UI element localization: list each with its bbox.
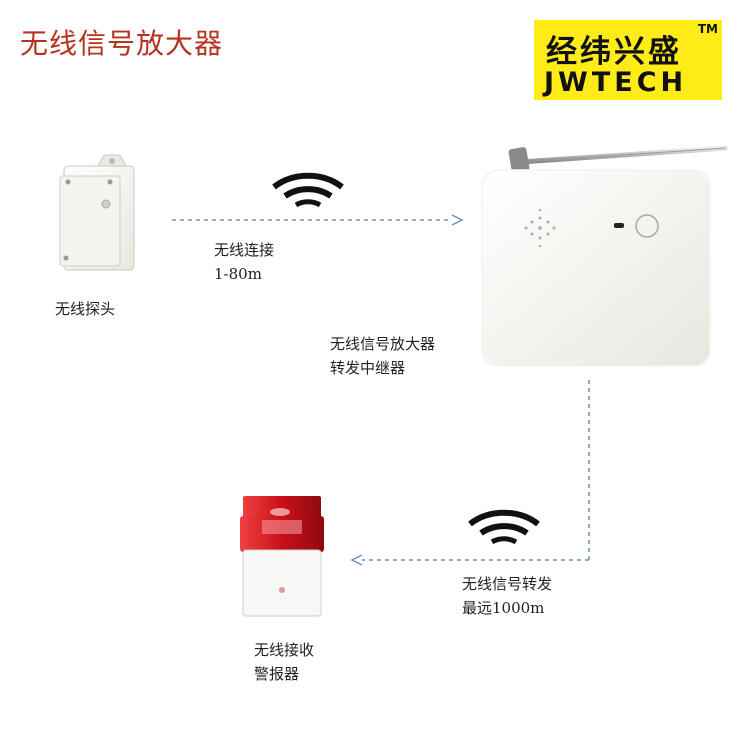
repeater-line2: 转发中继器 [330,359,406,377]
page-title: 无线信号放大器 [20,27,224,60]
link1-label: 无线连接 1-80m [214,238,274,286]
logo-trademark: TM [697,22,718,36]
wireless-sensor-device [59,154,135,271]
alarm-label: 无线接收 警报器 [254,638,314,686]
repeater-line1: 无线信号放大器 [330,335,436,353]
wireless-siren-device [240,496,324,617]
link2-line1: 无线信号转发 [462,575,553,593]
alarm-line2: 警报器 [254,665,300,683]
link2-line2: 最远1000m [462,599,545,617]
link-arrow-repeater-to-siren [350,380,590,566]
signal-repeater-device [481,145,729,367]
link1-line2: 1-80m [214,265,262,283]
wifi-icon [272,172,344,208]
link1-line1: 无线连接 [214,241,275,259]
alarm-line1: 无线接收 [254,641,315,659]
brand-logo: 经纬兴盛 TM JWTECH [534,20,722,100]
logo-chinese: 经纬兴盛 [546,34,682,70]
wifi-icon [468,509,540,545]
link2-label: 无线信号转发 最远1000m [462,572,552,620]
repeater-label: 无线信号放大器 转发中继器 [330,332,435,380]
logo-english: JWTECH [544,67,688,98]
link-arrow-sensor-to-repeater [172,214,464,226]
sensor-label: 无线探头 [55,300,116,318]
